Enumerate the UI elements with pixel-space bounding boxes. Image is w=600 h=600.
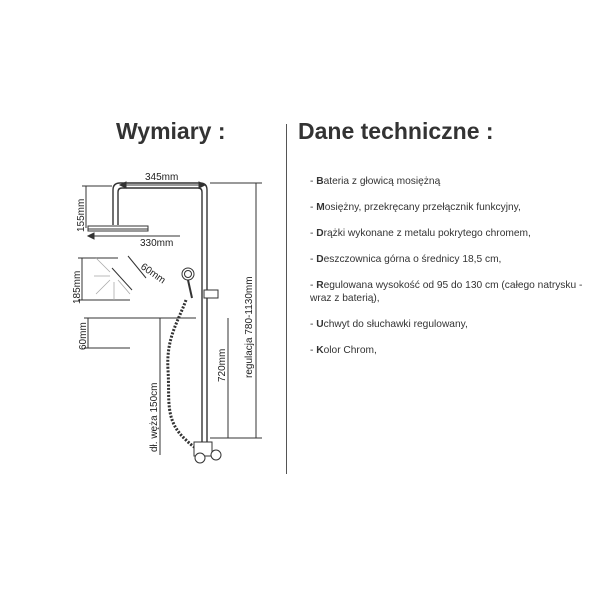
column-divider (286, 124, 287, 474)
spec-initial: D (316, 254, 324, 265)
label-155: 155mm (76, 199, 87, 232)
spec-initial: U (316, 318, 324, 330)
spec-prefix: - (310, 318, 317, 330)
spec-prefix: - (310, 202, 317, 213)
label-345: 345mm (145, 172, 178, 183)
technical-data-heading: Dane techniczne : (298, 118, 494, 144)
spec-item: - Bateria z głowicą mosiężną (310, 176, 590, 189)
spec-prefix: - (310, 344, 317, 356)
angle-line-1 (127, 255, 147, 279)
label-720: 720mm (217, 349, 228, 382)
spec-initial: B (316, 176, 324, 187)
angle-line-2 (111, 267, 133, 291)
mixer-knob-right (210, 449, 222, 461)
spec-item: - Deszczownica górna o średnicy 18,5 cm, (310, 254, 590, 267)
shower-arm (117, 187, 203, 445)
spec-item: - Drążki wykonane z metalu pokrytego chr… (310, 228, 590, 241)
hand-shower-head (181, 267, 195, 281)
spec-item: - Mosiężny, przekręcany przełącznik funk… (310, 202, 590, 215)
label-60: 60mm (78, 322, 89, 350)
spec-initial: M (316, 202, 325, 213)
spec-text: olor Chrom, (323, 344, 377, 356)
spec-prefix: - (310, 176, 317, 187)
label-330: 330mm (140, 238, 173, 249)
hand-shower-handle (187, 279, 193, 299)
spec-initial: R (316, 280, 324, 291)
spec-prefix: - (310, 254, 317, 265)
spec-list: - Bateria z głowicą mosiężną- Mosiężny, … (310, 176, 590, 371)
spec-prefix: - (310, 280, 317, 291)
shower-holder (203, 289, 219, 299)
spray-rays (94, 257, 131, 300)
spec-item: - Kolor Chrom, (310, 345, 590, 358)
spec-item: - Uchwyt do słuchawki regulowany, (310, 319, 590, 332)
spec-initial: D (316, 228, 324, 239)
spec-text: chwyt do słuchawki regulowany, (323, 318, 468, 330)
hand-shower-head-inner (184, 270, 192, 278)
spec-text: rążki wykonane z metalu pokrytego chrome… (323, 228, 531, 239)
shower-arm-outer (112, 182, 208, 445)
spec-text: eszczownica górna o średnicy 18,5 cm, (323, 254, 502, 265)
mixer-knob-left (194, 452, 206, 464)
dimensions-heading: Wymiary : (116, 118, 226, 144)
spec-item: - Regulowana wysokość od 95 do 130 cm (c… (310, 280, 590, 305)
spec-text: osiężny, przekręcany przełącznik funkcyj… (324, 202, 521, 213)
shower-hose (166, 299, 203, 452)
arrow-left-330 (86, 232, 95, 240)
label-185: 185mm (72, 271, 83, 304)
label-hose: dł. węża 150cm (149, 383, 160, 452)
spec-text: egulowana wysokość od 95 do 130 cm (całe… (310, 280, 583, 304)
spec-prefix: - (310, 228, 317, 239)
label-adjustment: regulacja 780-1130mm (244, 276, 255, 378)
spec-text: ateria z głowicą mosiężną (323, 176, 441, 187)
spec-initial: K (316, 344, 324, 356)
